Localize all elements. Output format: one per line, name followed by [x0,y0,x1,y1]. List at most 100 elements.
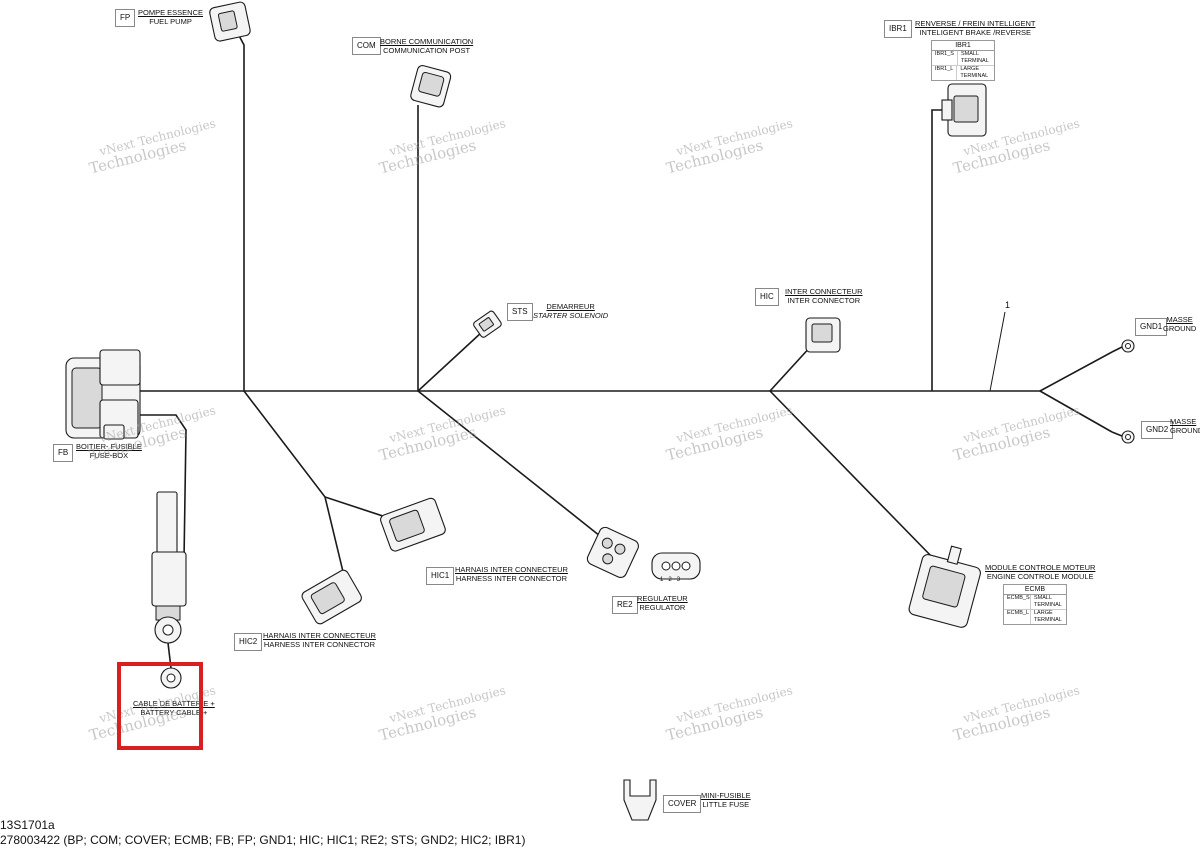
regulator-pin-1: 1 [660,577,669,583]
fuel-pump-connector [209,1,251,42]
hic-wire [769,344,813,392]
re2-code-box: RE2 [612,596,638,614]
hic2-label: HARNAIS INTER CONNECTEUR HARNESS INTER C… [263,631,376,649]
fb-label-fr: BOITIER- FUSIBLE [76,442,142,451]
hic2-code-box: HIC2 [234,633,263,651]
fp-label: POMPE ESSENCE FUEL PUMP [138,8,203,26]
fp-label-fr: POMPE ESSENCE [138,8,204,17]
com-label-fr: BORNE COMMUNICATION [380,37,474,46]
ecmb-label-en: ENGINE CONTROLE MODULE [986,572,1094,581]
branch-number: 1 [1005,300,1011,310]
table-cell: ECMB_S [1004,595,1031,609]
table-cell: SMALL TERMINAL [1034,595,1062,608]
table-row: IBR1_L LARGE TERMINAL [932,66,994,80]
starter-solenoid-connector [473,310,502,338]
table-cell: ECMB_L [1004,610,1031,624]
hic2-label-en: HARNESS INTER CONNECTOR [263,640,376,649]
drawing-reference: 13S1701a [0,818,55,832]
harness-inter-connector-1 [380,497,446,552]
ibr1-label-en: INTELIGENT BRAKE /REVERSE [919,28,1031,37]
regulator-pin-face [651,552,701,580]
regulator-pin-3: 3 [676,577,686,583]
hic-label: INTER CONNECTEUR INTER CONNECTOR [785,287,863,305]
fb-label-en: FUSE-BOX [89,451,129,460]
mini-fuse-cover [623,779,657,821]
gnd1-label-en: GROUND [1163,324,1197,333]
hic2-label-fr: HARNAIS INTER CONNECTEUR [263,631,376,640]
gnd2-label: MASSE GROUND [1170,417,1200,435]
ibr1-terminal-table: IBR1 IBR1_S SMALL TERMINAL IBR1_L LARGE … [931,40,995,81]
fp-code-box: FP [115,9,136,27]
ibr1-code-box: IBR1 [884,20,912,38]
table-row: IBR1_S SMALL TERMINAL [932,51,994,66]
gnd1-wire [1039,351,1113,392]
bp-label: CABLE DE BATTERIE + BATTERY CABLE + [133,699,215,717]
ibr1-wire [931,109,948,391]
branch-leader [989,311,1006,392]
fb-label: BOITIER- FUSIBLE FUSE-BOX [76,442,142,460]
hic2-wire [324,496,346,581]
communication-post-connector [410,65,452,108]
highlight-box [117,662,203,750]
brake-reverse-connector [941,83,987,137]
battery-cable-terminal [151,491,187,689]
re2-label-fr: REGULATEUR [637,594,688,603]
gnd2-label-fr: MASSE [1170,417,1197,426]
ground2-terminal [1111,430,1135,444]
ecmb-terminal-table: ECMB ECMB_S SMALL TERMINAL ECMB_L LARGE … [1003,584,1067,625]
cover-code-box: COVER [663,795,702,813]
hic-label-en: INTER CONNECTOR [787,296,861,305]
engine-control-module-connector [908,545,981,628]
ibr1-table-title: IBR1 [932,41,994,51]
hic1-label: HARNAIS INTER CONNECTEUR HARNESS INTER C… [455,565,568,583]
bp-label-en: BATTERY CABLE + [140,708,208,717]
hic1-label-fr: HARNAIS INTER CONNECTEUR [455,565,568,574]
fp-label-en: FUEL PUMP [149,17,192,26]
re2-label: REGULATEUR REGULATOR [637,594,688,612]
com-label: BORNE COMMUNICATION COMMUNICATION POST [380,37,473,55]
ecmb-label-fr: MODULE CONTROLE MOTEUR [985,563,1096,572]
table-cell: IBR1_L [932,66,958,80]
re2-wire [417,390,606,541]
com-code-box: COM [352,37,381,55]
cover-label-fr: MINI-FUSIBLE [701,791,751,800]
sts-label: DEMARREUR STARTER SOLENOID [533,302,608,320]
fb-code-box: FB [53,444,74,462]
gnd2-label-en: GROUND [1170,426,1200,435]
hic-label-fr: INTER CONNECTEUR [785,287,863,296]
com-label-en: COMMUNICATION POST [383,46,471,55]
fp-wire [235,29,245,391]
ibr1-label: RENVERSE / FREIN INTELLIGENT INTELIGENT … [915,19,1035,37]
part-number-list: 278003422 (BP; COM; COVER; ECMB; FB; FP;… [0,833,526,847]
ecmb-table-title: ECMB [1004,585,1066,595]
ecmb-wire [769,390,936,561]
table-cell: IBR1_S [932,51,958,65]
ecmb-label: MODULE CONTROLE MOTEUR ENGINE CONTROLE M… [985,563,1095,581]
regulator-connector [586,526,639,579]
sts-code-box: STS [507,303,533,321]
table-row: ECMB_L LARGE TERMINAL [1004,610,1066,624]
table-cell: SMALL TERMINAL [960,51,989,64]
sts-label-en: STARTER SOLENOID [533,311,609,320]
gnd2-wire [1039,390,1113,433]
gnd1-code-box: GND1 [1135,318,1168,336]
regulator-pin-numbers: 123 [660,576,685,585]
gnd1-label-fr: MASSE [1166,315,1193,324]
cover-label: MINI-FUSIBLE LITTLE FUSE [701,791,751,809]
ibr1-label-fr: RENVERSE / FREIN INTELLIGENT [915,19,1036,28]
hic1-label-en: HARNESS INTER CONNECTOR [455,574,568,583]
bp-label-fr: CABLE DE BATTERIE + [133,699,215,708]
sts-label-fr: DEMARREUR [546,302,595,311]
table-row: ECMB_S SMALL TERMINAL [1004,595,1066,610]
fuse-box-connector [65,349,141,440]
regulator-pin-2: 2 [668,577,677,583]
hic-harness-wire [243,390,396,521]
re2-label-en: REGULATOR [639,603,686,612]
sts-wire [417,331,483,392]
table-cell: LARGE TERMINAL [1034,610,1062,623]
cover-label-en: LITTLE FUSE [702,800,750,809]
inter-connector [805,317,841,353]
harness-inter-connector-2 [301,569,362,625]
